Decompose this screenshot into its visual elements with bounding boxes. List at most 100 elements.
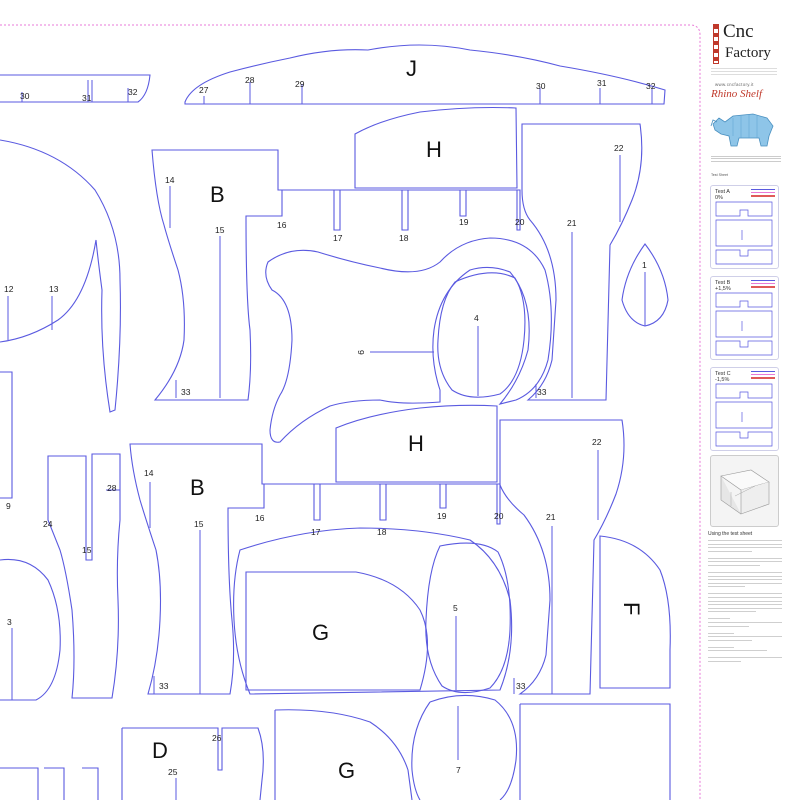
part-h-upper: [354, 106, 518, 189]
color-swatches: [751, 280, 775, 290]
part-j: [184, 44, 666, 105]
info-sidebar: Cnc Factory www.cncfactory.it Rhino Shel…: [703, 18, 789, 798]
brand-sub: Factory: [725, 45, 771, 61]
test-c-pieces: [715, 383, 773, 447]
test-a-name: Test A: [715, 189, 730, 195]
part-3: [0, 558, 61, 701]
test-box-a: Test A 0%: [710, 185, 779, 269]
part-letter-b-upper: B: [210, 182, 225, 207]
slot-num: 29: [295, 79, 305, 89]
part-body-left: [0, 139, 121, 413]
slot-num: 24: [43, 519, 53, 529]
part-top-left-fragment: [0, 74, 151, 103]
part-letter-h-upper: H: [426, 137, 442, 162]
copyright-text: [711, 66, 777, 77]
slot-num: 16: [277, 220, 287, 230]
part-b-upper: [151, 149, 521, 401]
brand-name: Cnc: [723, 21, 754, 42]
part-d: [121, 727, 264, 800]
assembly-sketch: [720, 469, 770, 515]
slot-num: 15: [215, 225, 225, 235]
product-name: Rhino Shelf: [711, 88, 763, 100]
part-7: [411, 694, 518, 800]
guide-text: [708, 540, 782, 664]
part-f: [599, 535, 671, 689]
part-leg-lower-right: [499, 419, 625, 695]
sheet-border: [0, 24, 701, 800]
slot-num: 33: [181, 387, 191, 397]
part-5: [425, 542, 511, 694]
part-left-column: [0, 371, 13, 499]
test-box-c: Test C -1,5%: [710, 367, 779, 451]
slot-num: 28: [245, 75, 255, 85]
test-b-pieces: [715, 292, 773, 356]
guide-title: Using the test sheet: [708, 531, 753, 537]
part-bottom-left: [0, 767, 99, 800]
slot-num: 12: [4, 284, 14, 294]
slot-num: 9: [6, 501, 11, 511]
slot-num: 33: [159, 681, 169, 691]
part-rect-bottom: [519, 703, 671, 800]
part-h-lower: [335, 404, 498, 483]
slot-num: 1: [642, 260, 647, 270]
part-saddle: [265, 237, 552, 443]
part-g-inner: [245, 571, 429, 691]
test-b-name: Test B: [715, 280, 731, 286]
slot-num: 20: [494, 511, 504, 521]
slot-num: 30: [20, 91, 30, 101]
part-letter-g-lower: G: [338, 758, 355, 783]
slot-num: 22: [592, 437, 602, 447]
part-leg-upper-right: [521, 123, 643, 401]
slot-num: 18: [377, 527, 387, 537]
slot-number-labels: 30 31 32 27 28 29 30 31 32 22 14 16 17 1…: [4, 75, 656, 777]
part-letter-d: D: [152, 738, 168, 763]
test-b-value: +1,5%: [715, 286, 731, 292]
slot-num: 18: [399, 233, 409, 243]
slot-num: 3: [7, 617, 12, 627]
part-4: [437, 272, 526, 398]
slot-num: 27: [199, 85, 209, 95]
part-left-column-2: [47, 453, 121, 699]
slot-num: 25: [168, 767, 178, 777]
slot-num: 32: [646, 81, 656, 91]
slot-num: 4: [474, 313, 479, 323]
slot-num: 28: [107, 483, 117, 493]
part-letter-j: J: [406, 56, 417, 81]
rhino-illustration: [710, 113, 774, 147]
slot-num: 19: [459, 217, 469, 227]
test-a-value: 0%: [715, 195, 723, 201]
slot-num: 17: [311, 527, 321, 537]
slot-num: 31: [597, 78, 607, 88]
slot-num: 26: [212, 733, 222, 743]
part-letter-f: F: [619, 602, 644, 615]
slot-num: 33: [537, 387, 547, 397]
slot-num: 21: [567, 218, 577, 228]
design-note: [711, 154, 781, 163]
slot-num: 21: [546, 512, 556, 522]
color-swatches: [751, 371, 775, 381]
slot-num: 9: [356, 350, 366, 355]
test-c-name: Test C: [715, 371, 731, 377]
slot-num: 5: [453, 603, 458, 613]
slot-num: 30: [536, 81, 546, 91]
slot-num: 22: [614, 143, 624, 153]
brand-logo-stripe: [713, 24, 719, 64]
slot-num: 13: [49, 284, 59, 294]
test-a-pieces: [715, 201, 773, 265]
slot-num: 32: [128, 87, 138, 97]
part-g-upper: [233, 527, 513, 695]
slot-num: 33: [516, 681, 526, 691]
slot-num: 31: [82, 93, 92, 103]
part-b-lower: [129, 443, 501, 695]
test-c-value: -1,5%: [715, 377, 730, 383]
slot-num: 14: [165, 175, 175, 185]
test-box-b: Test B +1,5%: [710, 276, 779, 360]
part-g-lower: [274, 709, 413, 800]
slot-num: 15: [194, 519, 204, 529]
slot-num: 16: [255, 513, 265, 523]
assembly-photo: [710, 455, 779, 527]
slot-num: 19: [437, 511, 447, 521]
slot-num: 7: [456, 765, 461, 775]
part-letter-b-lower: B: [190, 475, 205, 500]
